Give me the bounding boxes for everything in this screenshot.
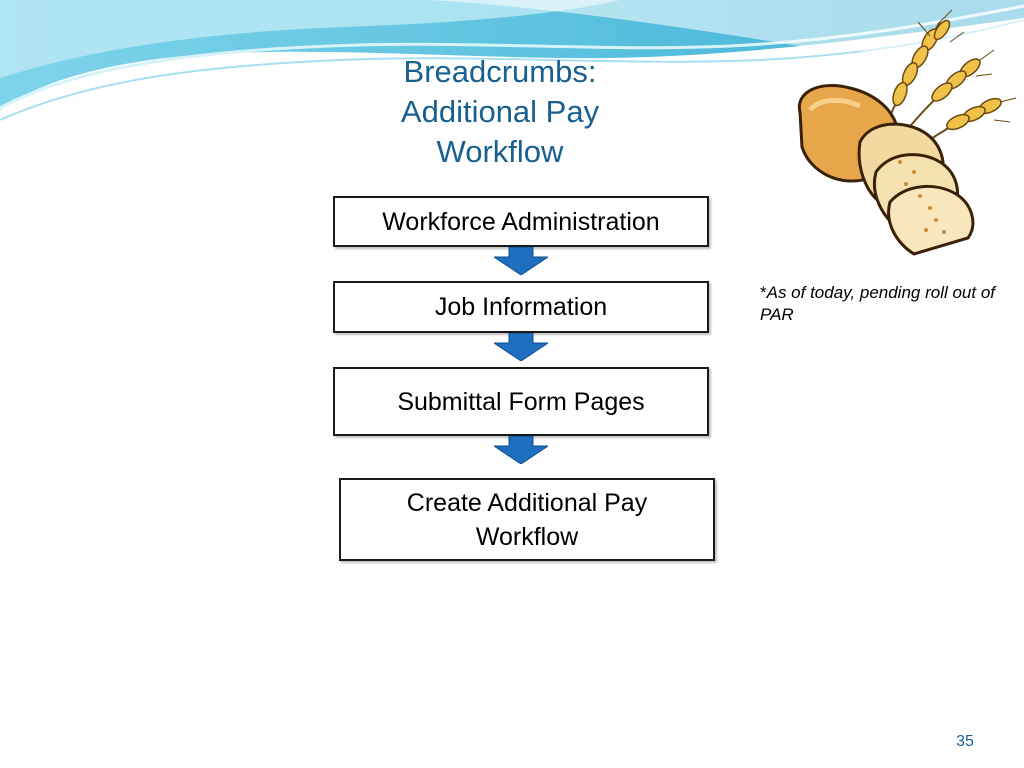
down-arrow-icon (494, 436, 548, 464)
side-note: *As of today, pending roll out of PAR (760, 282, 1000, 326)
note-asterisk: * (760, 283, 767, 302)
title-line-1: Breadcrumbs: (403, 54, 597, 89)
flow-step-label: Workforce Administration (382, 207, 660, 236)
flow-step-label: Submittal Form Pages (397, 387, 645, 416)
flow-step-label-line-1: Create Additional Pay (406, 488, 648, 517)
bread-and-wheat-clipart (797, 9, 1017, 256)
note-text: As of today, pending roll out of PAR (760, 283, 996, 324)
down-arrow-icon (494, 333, 548, 361)
title-line-3: Workflow (436, 134, 564, 169)
title-line-2: Additional Pay (400, 94, 600, 129)
slide-title: Breadcrumbs: Additional Pay Workflow (350, 52, 650, 172)
top-wave-decoration (0, 0, 1024, 121)
page-number: 35 (956, 733, 974, 750)
down-arrow-icon (494, 247, 548, 275)
flow-step-label: Job Information (434, 293, 608, 321)
flow-step-submittal-form-pages: Submittal Form Pages (333, 367, 709, 436)
flow-step-create-additional-pay-workflow: Create Additional Pay Workflow (339, 478, 715, 561)
flow-step-label-line-2: Workflow (475, 522, 579, 551)
flow-step-job-information: Job Information (333, 281, 709, 333)
flow-step-workforce-administration: Workforce Administration (333, 196, 709, 247)
